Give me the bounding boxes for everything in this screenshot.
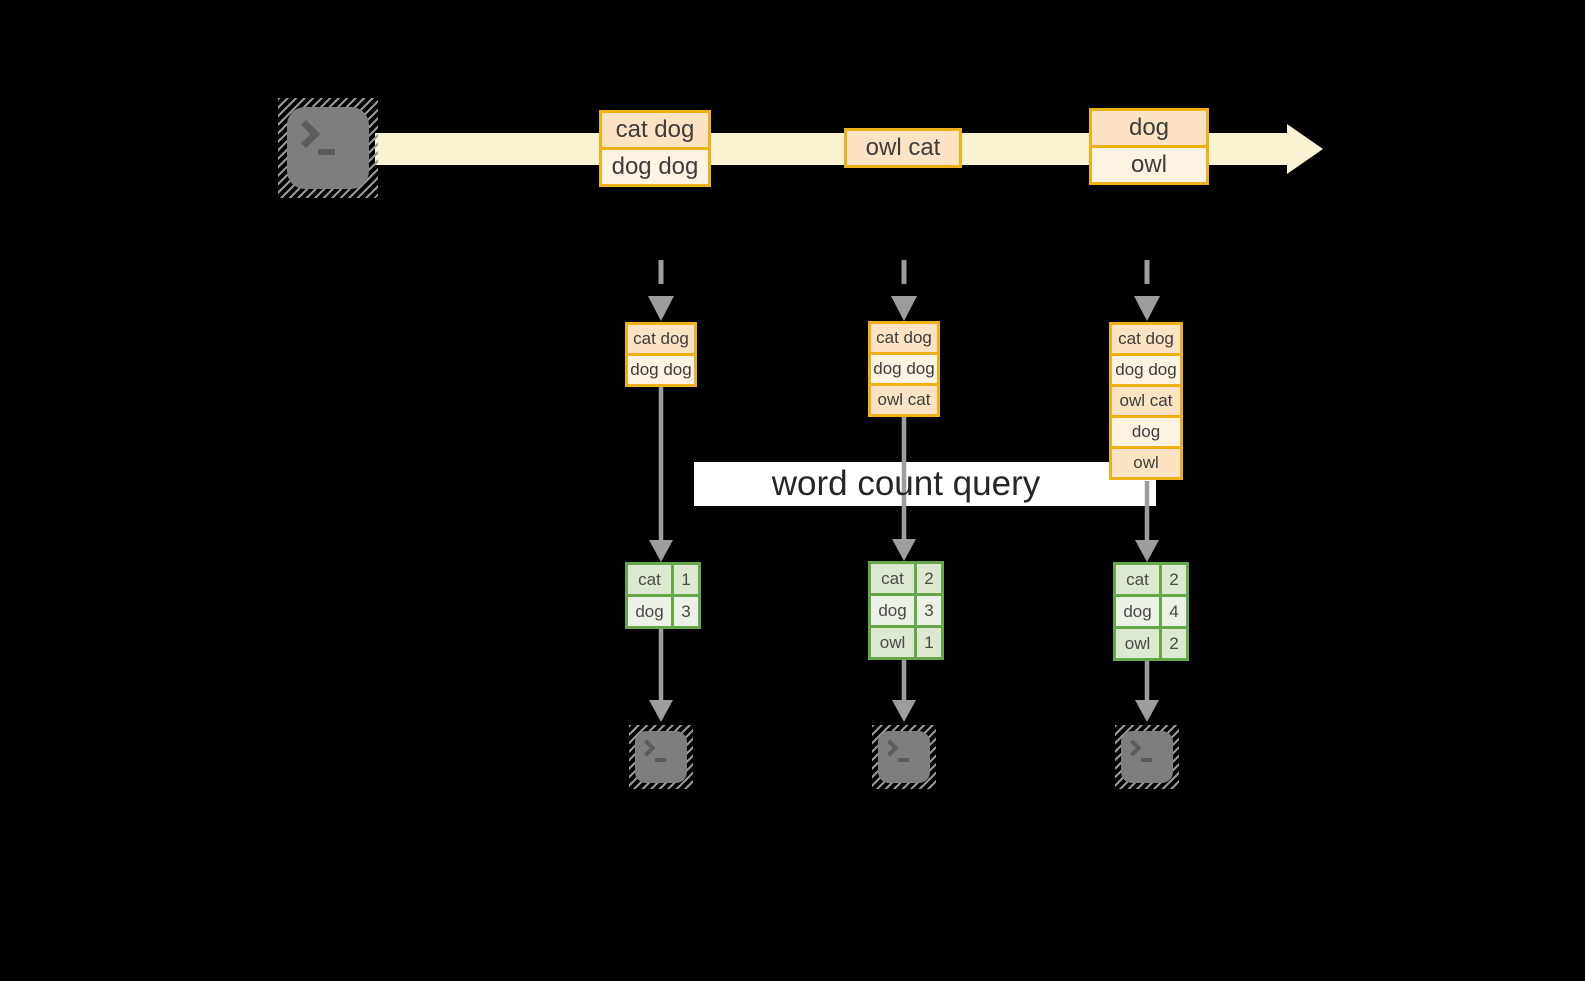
count-cell: 2	[917, 564, 941, 593]
arrowhead	[892, 539, 916, 561]
state-row: owl cat	[1112, 384, 1180, 415]
result-table-1: cat 1 dog 3	[625, 562, 701, 629]
state-row: cat dog	[1112, 325, 1180, 353]
state-row: dog dog	[871, 352, 937, 383]
terminal-icon-body	[635, 731, 687, 783]
terminal-icon-body	[287, 107, 369, 189]
event-box-2: owl cat	[844, 128, 962, 168]
state-box-2: cat dog dog dog owl cat	[868, 321, 940, 417]
arrowhead	[649, 540, 673, 562]
terminal-cursor-icon	[898, 758, 909, 762]
event-text: dog dog	[602, 147, 708, 184]
table-row: cat 2	[1116, 565, 1186, 594]
event-text: dog	[1092, 111, 1206, 145]
state-row: owl cat	[871, 383, 937, 414]
source-terminal-icon	[278, 98, 378, 198]
terminal-cursor-icon	[318, 149, 335, 155]
event-text: owl cat	[847, 131, 959, 165]
terminal-cursor-icon	[655, 758, 666, 762]
word-cell: dog	[628, 597, 674, 626]
state-row: dog dog	[628, 353, 694, 384]
query-label: word count query	[771, 464, 1041, 503]
word-cell: dog	[871, 596, 917, 625]
table-row: owl 2	[1116, 626, 1186, 658]
terminal-cursor-icon	[1141, 758, 1152, 762]
table-row: dog 4	[1116, 594, 1186, 626]
arrowhead	[891, 296, 917, 321]
word-cell: cat	[1116, 565, 1162, 594]
terminal-prompt-icon	[881, 739, 899, 757]
state-row: dog	[1112, 415, 1180, 446]
event-box-1: cat dog dog dog	[599, 110, 711, 187]
terminal-prompt-icon	[291, 119, 321, 149]
sink-terminal-icon-1	[629, 725, 693, 789]
arrowhead	[1135, 700, 1159, 722]
sink-terminal-icon-2	[872, 725, 936, 789]
trigger-arrows	[648, 260, 1160, 321]
sink-terminal-icon-3	[1115, 725, 1179, 789]
query-label-background	[694, 462, 1156, 506]
arrowhead	[892, 700, 916, 722]
state-box-1: cat dog dog dog	[625, 322, 697, 387]
terminal-icon-body	[878, 731, 930, 783]
state-row: cat dog	[628, 325, 694, 353]
word-cell: owl	[871, 628, 917, 657]
word-cell: dog	[1116, 597, 1162, 626]
state-row: dog dog	[1112, 353, 1180, 384]
count-cell: 3	[674, 597, 698, 626]
arrowhead	[1135, 540, 1159, 562]
terminal-prompt-icon	[1124, 739, 1142, 757]
terminal-icon-body	[1121, 731, 1173, 783]
event-text: owl	[1092, 145, 1206, 182]
arrowhead	[649, 700, 673, 722]
event-box-3: dog owl	[1089, 108, 1209, 185]
count-cell: 1	[917, 628, 941, 657]
state-row: owl	[1112, 446, 1180, 477]
event-text: cat dog	[602, 113, 708, 147]
table-row: cat 2	[871, 564, 941, 593]
table-row: owl 1	[871, 625, 941, 657]
count-cell: 3	[917, 596, 941, 625]
table-row: dog 3	[871, 593, 941, 625]
state-box-3: cat dog dog dog owl cat dog owl	[1109, 322, 1183, 480]
arrowhead	[648, 296, 674, 321]
word-cell: cat	[628, 565, 674, 594]
result-table-3: cat 2 dog 4 owl 2	[1113, 562, 1189, 661]
state-row: cat dog	[871, 324, 937, 352]
count-cell: 2	[1162, 565, 1186, 594]
table-row: cat 1	[628, 565, 698, 594]
count-cell: 2	[1162, 629, 1186, 658]
arrowhead	[1134, 296, 1160, 321]
table-row: dog 3	[628, 594, 698, 626]
word-cell: owl	[1116, 629, 1162, 658]
count-cell: 1	[674, 565, 698, 594]
result-table-2: cat 2 dog 3 owl 1	[868, 561, 944, 660]
count-cell: 4	[1162, 597, 1186, 626]
word-cell: cat	[871, 564, 917, 593]
terminal-prompt-icon	[638, 739, 656, 757]
